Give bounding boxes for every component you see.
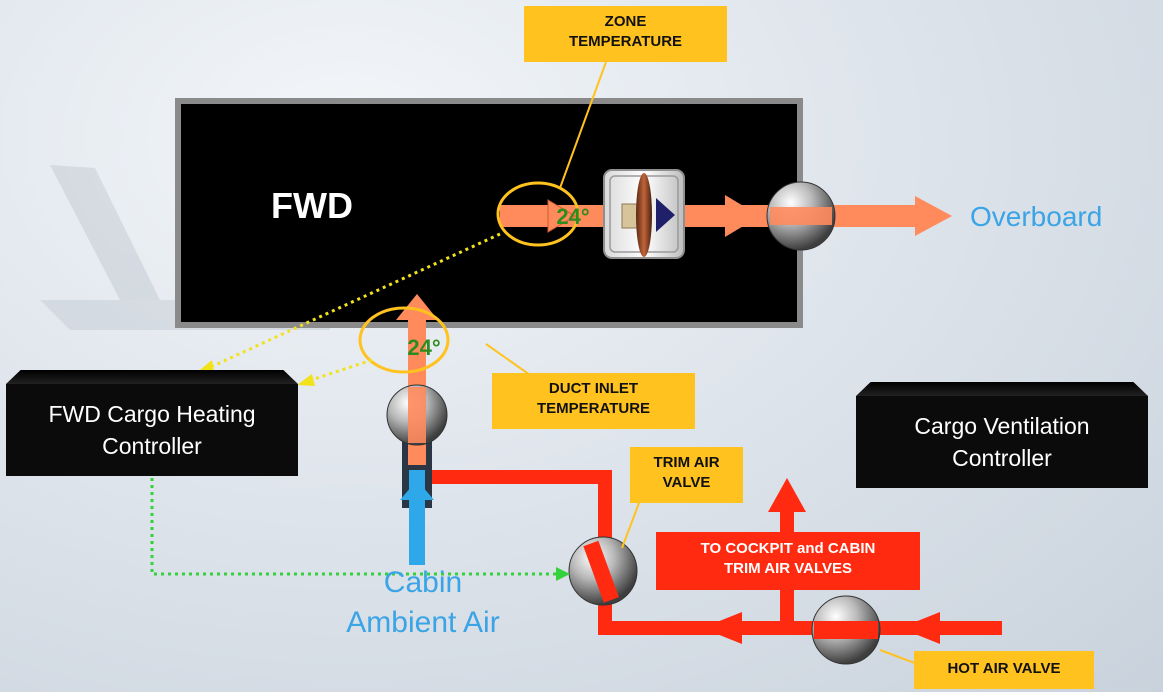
hot-air-valve-leader — [879, 649, 921, 666]
compartment-label: FWD — [271, 185, 353, 226]
trim-valve-leader — [621, 494, 643, 549]
trim-air-valve — [568, 536, 638, 606]
zone-temperature-callout: ZONE TEMPERATURE — [524, 6, 727, 62]
fwd-cargo-heating-controller: FWD Cargo Heating Controller — [6, 384, 298, 476]
outlet-valve — [766, 181, 836, 251]
zone-temp-sensor — [496, 181, 580, 247]
to-cockpit-callout: TO COCKPIT and CABIN TRIM AIR VALVES — [656, 532, 920, 590]
duct-inlet-temperature-callout: DUCT INLET TEMPERATURE — [492, 373, 695, 429]
inlet-isolation-valve — [386, 384, 448, 446]
cargo-ventilation-controller: Cargo Ventilation Controller — [856, 396, 1148, 488]
duct-temp-sensor — [358, 306, 450, 374]
inlet-blue-arrowhead — [400, 480, 434, 500]
hot-air-arrow-1 — [702, 612, 742, 644]
zone-arrow — [547, 199, 576, 233]
duct-temp-reading: 24° — [407, 335, 440, 360]
duct-signal-arrowhead — [297, 374, 315, 386]
zone-signal-line — [199, 232, 501, 374]
extraction-fan — [603, 169, 685, 259]
zone-temp-reading: 24° — [556, 204, 589, 229]
outlet-arrow-mid — [725, 195, 760, 237]
hot-air-arrow-2 — [900, 612, 940, 644]
overboard-label: Overboard — [970, 201, 1102, 232]
trim-air-valve-callout: TRIM AIR VALVE — [630, 447, 743, 503]
hot-air-valve-callout: HOT AIR VALVE — [914, 651, 1094, 689]
outlet-arrow-head — [915, 196, 952, 236]
duct-callout-leader — [485, 343, 531, 376]
control-signal-arrowhead — [556, 567, 570, 581]
control-signal-line — [150, 478, 560, 576]
zone-callout-leader — [559, 61, 607, 189]
hot-air-valve — [811, 595, 881, 665]
duct-signal-line — [304, 358, 373, 384]
to-cockpit-arrowhead — [768, 478, 806, 512]
cabin-ambient-air-label: Cabin Ambient Air — [346, 566, 500, 639]
